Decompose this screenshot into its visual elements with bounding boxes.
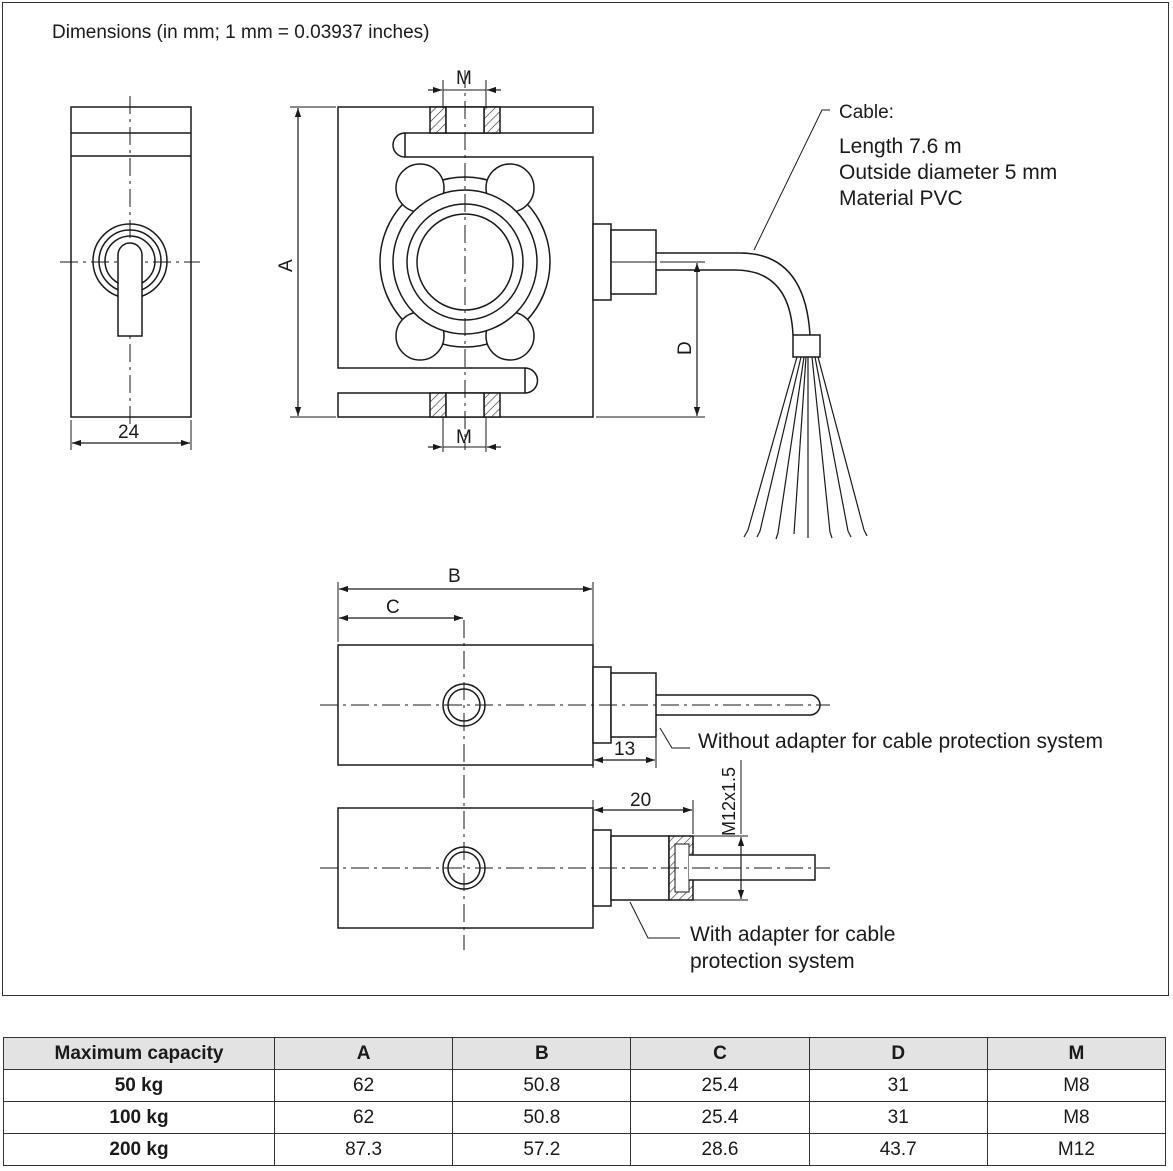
header-m: M [986, 1037, 1167, 1070]
capacity-dimensions-table: Maximum capacity A B C D M 50 kg 62 50.8… [3, 1037, 1167, 1166]
cable-heading: Cable: [839, 102, 894, 123]
dim-b-label: B [448, 566, 461, 587]
header-c: C [630, 1037, 810, 1070]
header-d: D [808, 1037, 988, 1070]
cable-diameter: Outside diameter 5 mm [839, 161, 1057, 184]
header-b: B [452, 1037, 632, 1070]
without-adapter-note: Without adapter for cable protection sys… [698, 730, 1103, 753]
cell-b: 50.8 [452, 1069, 632, 1102]
table-row: 200 kg 87.3 57.2 28.6 43.7 M12 [3, 1133, 1167, 1166]
header-a: A [273, 1037, 454, 1070]
table-header-row: Maximum capacity A B C D M [3, 1037, 1167, 1070]
dim-m-top-label: M [456, 68, 472, 89]
front-view [290, 70, 868, 540]
dim-c-label: C [386, 597, 400, 618]
cell-c: 25.4 [630, 1069, 810, 1102]
cell-m: M8 [986, 1101, 1167, 1134]
top-view-without-adapter [320, 582, 830, 790]
cell-a: 62 [273, 1101, 454, 1134]
dim-20-label: 20 [630, 790, 651, 811]
cell-d: 43.7 [808, 1133, 988, 1166]
cable-length: Length 7.6 m [839, 135, 962, 158]
cell-capacity: 50 kg [3, 1069, 275, 1102]
cell-capacity: 200 kg [3, 1133, 275, 1166]
cable-material: Material PVC [839, 187, 963, 210]
table-row: 50 kg 62 50.8 25.4 31 M8 [3, 1069, 1167, 1102]
cell-d: 31 [808, 1101, 988, 1134]
cell-b: 50.8 [452, 1101, 632, 1134]
cell-m: M8 [986, 1069, 1167, 1102]
cell-c: 28.6 [630, 1133, 810, 1166]
cell-c: 25.4 [630, 1101, 810, 1134]
dim-24-label: 24 [118, 422, 140, 443]
dim-thread-label: M12x1.5 [719, 767, 739, 836]
dimension-drawing: Dimensions (in mm; 1 mm = 0.03937 inches… [52, 22, 1103, 973]
header-capacity: Maximum capacity [3, 1037, 275, 1070]
side-view [60, 96, 200, 450]
dim-m-bottom-label: M [456, 427, 472, 448]
cell-a: 87.3 [273, 1133, 454, 1166]
cell-d: 31 [808, 1069, 988, 1102]
cell-m: M12 [986, 1133, 1167, 1166]
with-adapter-note-line1: With adapter for cable [690, 923, 895, 946]
dim-13-label: 13 [614, 739, 635, 760]
cell-capacity: 100 kg [3, 1101, 275, 1134]
top-view-with-adapter [320, 760, 830, 950]
cell-a: 62 [273, 1069, 454, 1102]
cell-b: 57.2 [452, 1133, 632, 1166]
dim-a-label: A [276, 259, 297, 272]
drawing-title: Dimensions (in mm; 1 mm = 0.03937 inches… [52, 22, 430, 43]
drawing-frame [2, 2, 1169, 996]
dim-d-label: D [675, 341, 696, 355]
with-adapter-note-line2: protection system [690, 950, 855, 973]
table-row: 100 kg 62 50.8 25.4 31 M8 [3, 1101, 1167, 1134]
